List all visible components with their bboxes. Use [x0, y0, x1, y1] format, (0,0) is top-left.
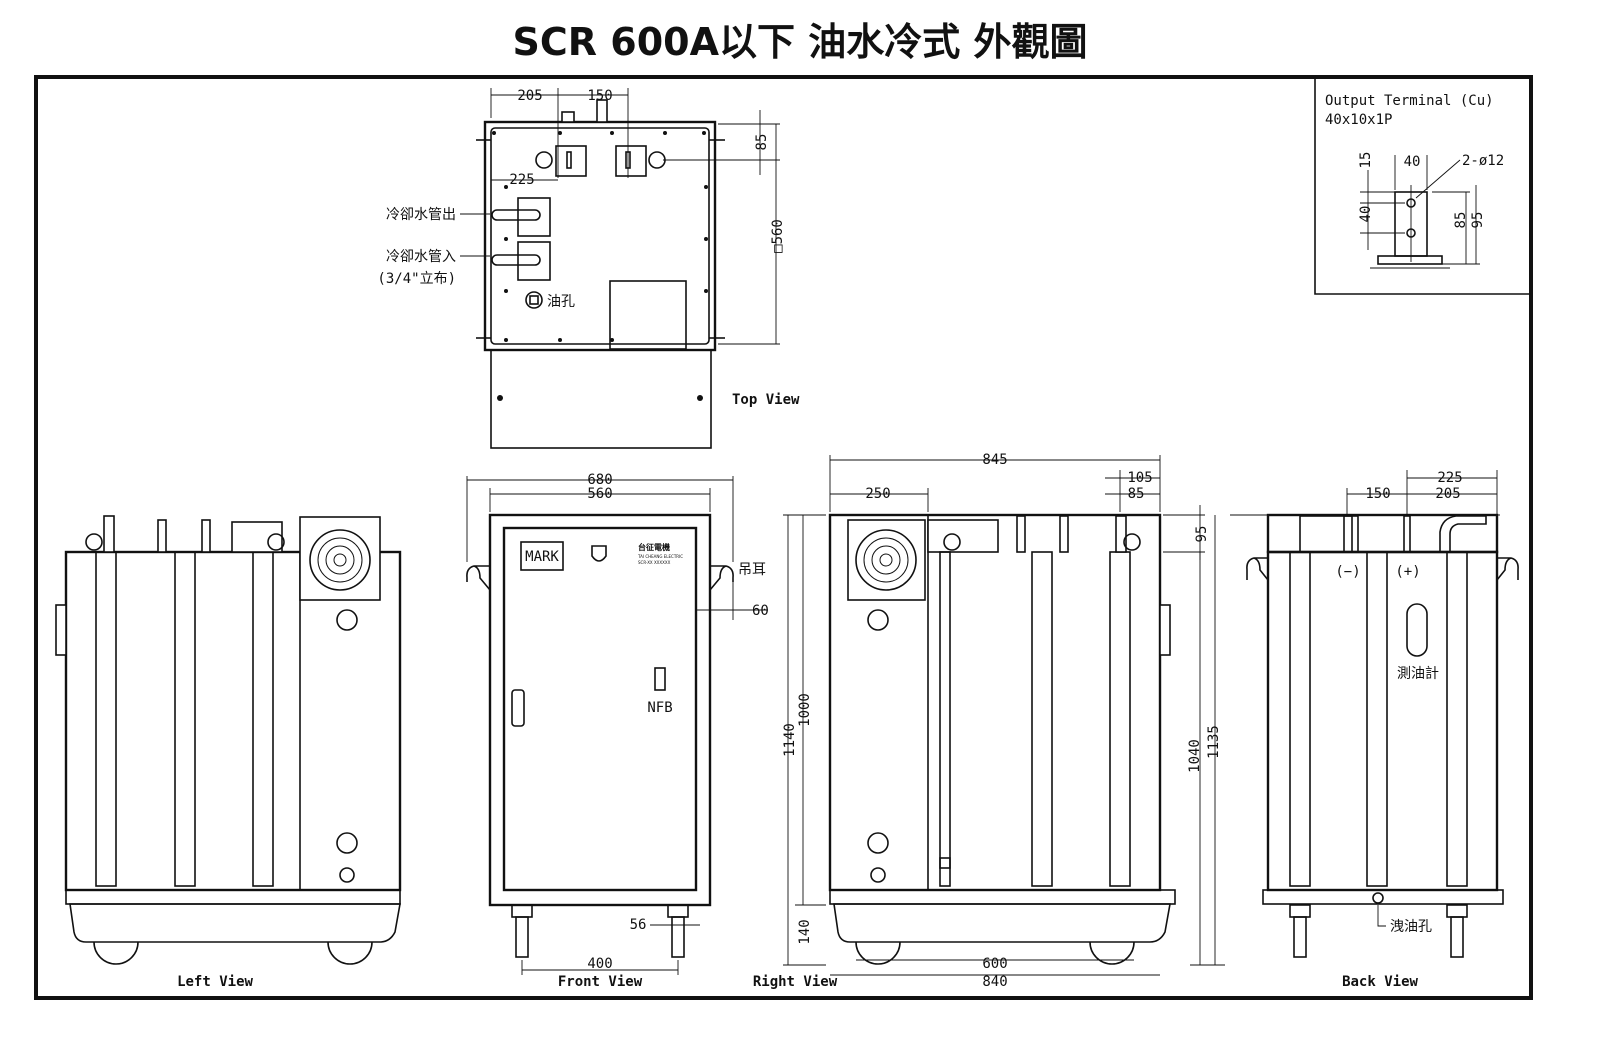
terminal-title: Output Terminal (Cu) — [1325, 93, 1494, 109]
negative-terminal-label: (−) — [1335, 564, 1360, 580]
terminal-dim-95: 95 — [1470, 212, 1486, 229]
terminal-dim-holes: 2-ø12 — [1462, 153, 1504, 169]
back-view-label: Back View — [1342, 974, 1418, 990]
right-dim-250: 250 — [865, 486, 890, 502]
brand-name: 台征電機 — [638, 542, 670, 552]
right-dim-95: 95 — [1194, 526, 1210, 543]
drain-hole-label: 洩油孔 — [1390, 919, 1432, 935]
left-view-label: Left View — [177, 974, 253, 990]
nfb-label: NFB — [647, 700, 672, 716]
right-dim-85: 85 — [1128, 486, 1145, 502]
cooling-water-in-size: (3/4"立布) — [377, 271, 456, 287]
back-dim-1040: 1040 — [1187, 739, 1203, 773]
left-view: Left View — [55, 515, 402, 990]
front-dim-60: 60 — [752, 603, 769, 619]
positive-terminal-label: (+) — [1395, 564, 1420, 580]
front-view-label: Front View — [558, 974, 643, 990]
top-view-label: Top View — [732, 392, 800, 408]
top-dim-225: 225 — [509, 172, 534, 188]
right-dim-140: 140 — [797, 919, 813, 944]
terminal-dim-85: 85 — [1453, 212, 1469, 229]
front-dim-56: 56 — [630, 917, 647, 933]
back-dim-1135: 1135 — [1206, 725, 1222, 759]
right-dim-840: 840 — [982, 974, 1007, 990]
cooling-water-out-label: 冷卻水管出 — [386, 207, 456, 223]
back-dim-225: 225 — [1437, 470, 1462, 486]
terminal-dim-40-width: 40 — [1404, 154, 1421, 170]
lifting-ear-label: 吊耳 — [738, 562, 766, 578]
right-dim-600: 600 — [982, 956, 1007, 972]
top-dim-85: 85 — [754, 134, 770, 151]
right-dim-1140: 1140 — [782, 723, 798, 757]
right-view-label: Right View — [753, 974, 838, 990]
drawing-frame — [34, 75, 1533, 1000]
top-dim-205: 205 — [517, 88, 542, 104]
brand-english: TAI CHEANG ELECTRIC — [637, 554, 683, 559]
top-dim-150: 150 — [587, 88, 612, 104]
oil-hole-label: 油孔 — [547, 294, 575, 310]
right-dim-845: 845 — [982, 452, 1007, 468]
right-dim-105: 105 — [1127, 470, 1152, 486]
mark-plate: MARK — [525, 549, 559, 565]
front-view: MARK 台征電機 TAI CHEANG ELECTRIC SCR-XX XXX… — [466, 472, 769, 990]
front-dim-680: 680 — [587, 472, 612, 488]
oil-gauge-label: 測油計 — [1397, 666, 1439, 682]
output-terminal-detail: Output Terminal (Cu) 40x10x1P 15 40 2-ø1… — [1314, 78, 1531, 295]
brand-model: SCR-XX XXXXXX — [638, 560, 671, 565]
cooling-water-in-label: 冷卻水管入 — [386, 249, 456, 265]
right-view: 845 250 105 85 95 1140 1000 140 600 840 … — [753, 452, 1210, 990]
terminal-size: 40x10x1P — [1325, 112, 1392, 128]
terminal-dim-15: 15 — [1358, 152, 1374, 169]
sheet-title: SCR 600A以下 油水冷式 外觀圖 — [513, 20, 1088, 64]
back-dim-205: 205 — [1435, 486, 1460, 502]
back-dim-150: 150 — [1365, 486, 1390, 502]
right-dim-1000: 1000 — [797, 693, 813, 727]
front-dim-560: 560 — [587, 486, 612, 502]
top-view: 205 150 225 85 □560 冷卻水管出 冷卻水管入 (3/4"立布)… — [377, 88, 800, 449]
back-view: (−) (+) 測油計 洩油孔 225 150 205 1040 1135 Ba… — [1187, 470, 1519, 990]
front-dim-400: 400 — [587, 956, 612, 972]
top-dim-560: □560 — [770, 219, 786, 253]
terminal-dim-40-height: 40 — [1358, 206, 1374, 223]
